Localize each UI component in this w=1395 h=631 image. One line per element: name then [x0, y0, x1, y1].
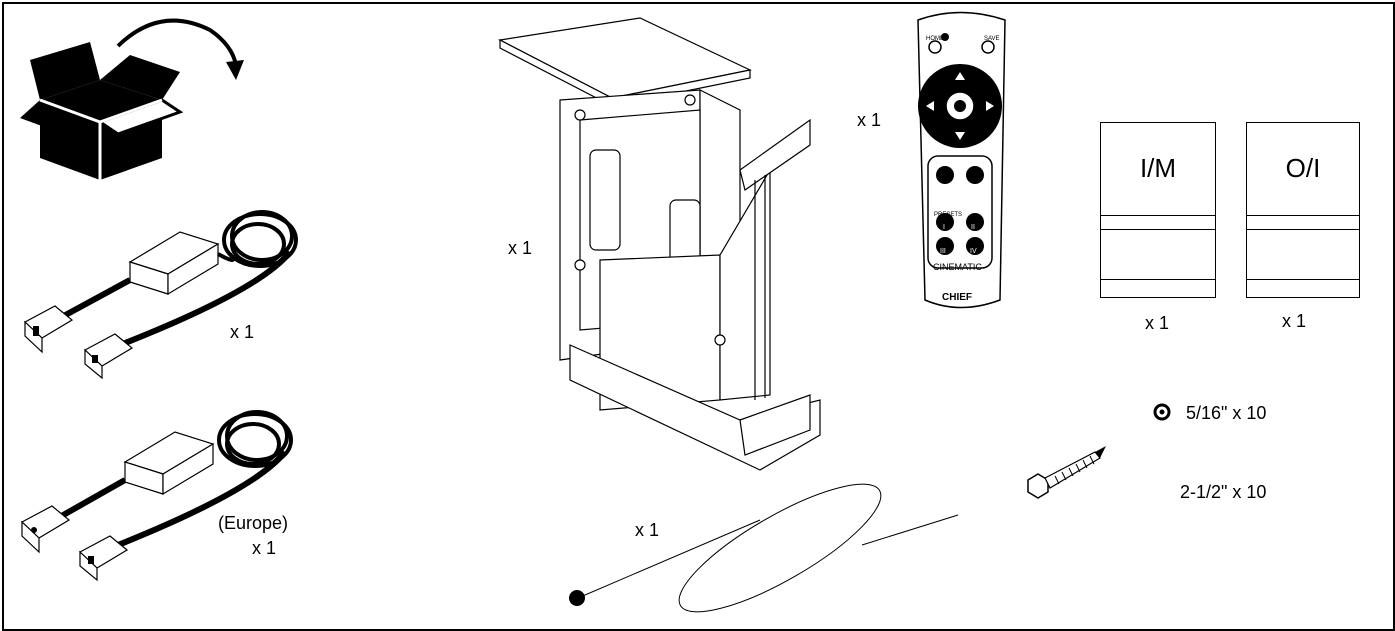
remote-brand-line: CINEMATIC — [933, 262, 982, 272]
power-supply-eu-qty: x 1 — [252, 538, 277, 558]
remote-preset-3: III — [940, 248, 946, 255]
lift-qty: x 1 — [508, 238, 533, 258]
im-document-rule-3 — [1101, 279, 1215, 280]
power-supply-qty: x 1 — [230, 322, 255, 342]
oi-document-qty: x 1 — [1282, 311, 1307, 331]
remote-preset-4: IV — [970, 248, 977, 255]
rotate-arrow-icon — [116, 18, 244, 80]
im-document-title: I/M — [1139, 153, 1177, 183]
remote-preset-1: I — [943, 224, 945, 231]
im-document-qty: x 1 — [1145, 313, 1170, 333]
im-document: I/M — [1100, 122, 1216, 298]
washer-icon — [1153, 403, 1171, 421]
lag-bolt-icon — [1027, 446, 1106, 499]
oi-document-rule-1 — [1247, 215, 1359, 216]
im-document-rule-1 — [1101, 215, 1215, 216]
washer-label: 5/16" x 10 — [1186, 403, 1267, 423]
remote-logo: CHIEF — [942, 292, 972, 303]
remote-control-icon — [917, 11, 1006, 309]
lift-mount-icon — [498, 17, 821, 471]
remote-presets-label: PRESETS — [934, 212, 963, 218]
remote-save-label: SAVE — [984, 36, 1000, 42]
cable-qty: x 1 — [635, 520, 660, 540]
power-supply-eu-icon — [20, 410, 293, 582]
oi-document-rule-2 — [1247, 229, 1359, 230]
power-supply-eu-region: (Europe) — [218, 513, 289, 533]
oi-document-title: O/I — [1285, 153, 1321, 183]
lag-bolt-label: 2-1/2" x 10 — [1180, 482, 1267, 502]
oi-document-rule-3 — [1247, 279, 1359, 280]
cable-icon — [569, 483, 959, 613]
box-open-icon — [20, 42, 184, 180]
im-document-rule-2 — [1101, 229, 1215, 230]
oi-document: O/I — [1246, 122, 1360, 298]
remote-home-label: HOME — [926, 36, 944, 42]
power-supply-icon — [23, 210, 298, 380]
remote-qty: x 1 — [857, 110, 882, 130]
remote-preset-2: II — [971, 224, 975, 231]
